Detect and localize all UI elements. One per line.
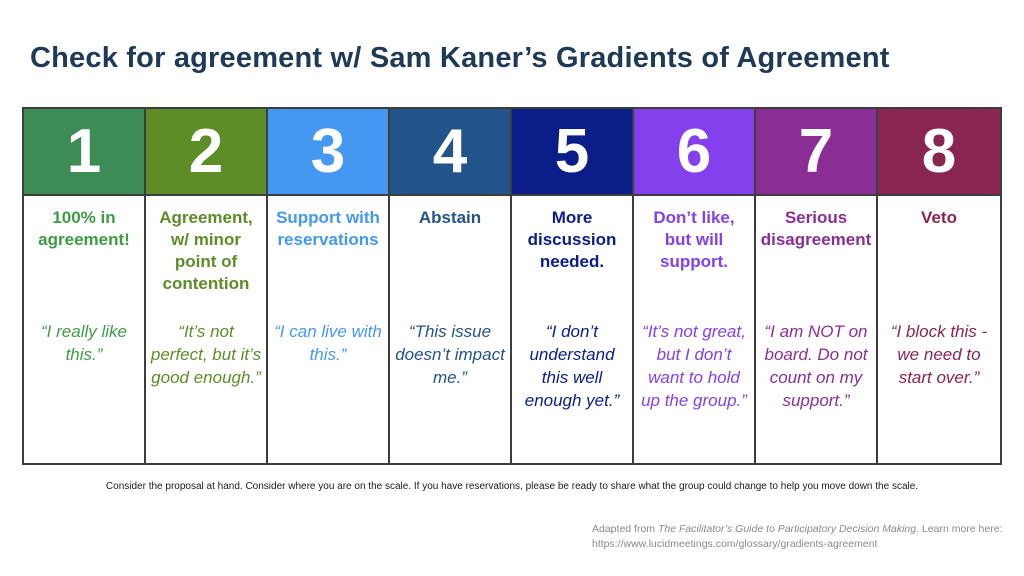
attribution-url: https://www.lucidmeetings.com/glossary/g… <box>592 538 878 550</box>
page-title: Check for agreement w/ Sam Kaner’s Gradi… <box>30 42 890 74</box>
gradient-label: 100% in agreement! <box>38 208 130 249</box>
gradient-number-cell: 5 <box>512 109 632 196</box>
gradient-label: Serious disagreement <box>760 208 872 249</box>
gradient-number: 4 <box>432 116 468 186</box>
gradient-column-7: 7 Serious disagreement “I am NOT on boar… <box>756 109 878 463</box>
gradient-quote: “I can live with this.” <box>274 322 382 364</box>
gradient-body-cell: Serious disagreement “I am NOT on board.… <box>756 196 876 463</box>
gradient-quote: “I am NOT on board. Do not count on my s… <box>764 322 868 410</box>
gradient-number-cell: 6 <box>634 109 754 196</box>
gradient-label: Don’t like, but will support. <box>653 208 735 271</box>
gradient-quote: “I block this - we need to start over.” <box>890 322 988 387</box>
attribution-suffix: . Learn more here: <box>916 523 1003 535</box>
gradient-column-2: 2 Agreement, w/ minor point of contentio… <box>146 109 268 463</box>
gradient-column-1: 1 100% in agreement! “I really like this… <box>24 109 146 463</box>
gradient-number: 1 <box>66 116 102 186</box>
gradient-column-5: 5 More discussion needed. “I don’t under… <box>512 109 634 463</box>
gradient-body-cell: More discussion needed. “I don’t underst… <box>512 196 632 463</box>
gradient-body-cell: Don’t like, but will support. “It’s not … <box>634 196 754 463</box>
gradient-label: Veto <box>921 208 957 227</box>
gradient-column-6: 6 Don’t like, but will support. “It’s no… <box>634 109 756 463</box>
gradient-number-cell: 8 <box>878 109 1000 196</box>
gradient-body-cell: Veto “I block this - we need to start ov… <box>878 196 1000 463</box>
gradient-number: 7 <box>798 116 834 186</box>
gradient-number: 5 <box>554 116 590 186</box>
gradient-number-cell: 4 <box>390 109 510 196</box>
gradient-quote: “It’s not perfect, but it’s good enough.… <box>150 322 262 387</box>
gradient-number-cell: 2 <box>146 109 266 196</box>
gradient-quote: “It’s not great, but I don’t want to hol… <box>641 322 747 410</box>
gradient-number-cell: 1 <box>24 109 144 196</box>
gradient-quote: “I don’t understand this well enough yet… <box>524 322 620 410</box>
gradient-label: More discussion needed. <box>527 208 617 271</box>
gradient-body-cell: 100% in agreement! “I really like this.” <box>24 196 144 463</box>
attribution: Adapted from The Facilitator’s Guide to … <box>592 522 1012 552</box>
gradient-label: Support with reservations <box>276 208 380 249</box>
gradient-label: Agreement, w/ minor point of contention <box>159 208 253 293</box>
gradient-column-8: 8 Veto “I block this - we need to start … <box>878 109 1000 463</box>
gradient-label: Abstain <box>418 208 482 227</box>
gradient-quote: “This issue doesn’t impact me.” <box>395 322 505 387</box>
gradient-body-cell: Support with reservations “I can live wi… <box>268 196 388 463</box>
instruction-note: Consider the proposal at hand. Consider … <box>105 481 919 492</box>
gradient-number-cell: 3 <box>268 109 388 196</box>
gradient-body-cell: Agreement, w/ minor point of contention … <box>146 196 266 463</box>
gradient-number: 3 <box>310 116 346 186</box>
gradient-number: 2 <box>188 116 224 186</box>
attribution-source-title: The Facilitator’s Guide to Participatory… <box>657 523 917 535</box>
gradient-number-cell: 7 <box>756 109 876 196</box>
gradient-number: 8 <box>921 116 957 186</box>
gradients-of-agreement-table: 1 100% in agreement! “I really like this… <box>22 107 1002 465</box>
attribution-line: Adapted from The Facilitator’s Guide to … <box>592 522 1012 537</box>
gradient-number: 6 <box>676 116 712 186</box>
attribution-prefix: Adapted from <box>592 523 658 535</box>
gradient-column-3: 3 Support with reservations “I can live … <box>268 109 390 463</box>
gradient-column-4: 4 Abstain “This issue doesn’t impact me.… <box>390 109 512 463</box>
gradient-quote: “I really like this.” <box>41 322 127 364</box>
gradient-body-cell: Abstain “This issue doesn’t impact me.” <box>390 196 510 463</box>
